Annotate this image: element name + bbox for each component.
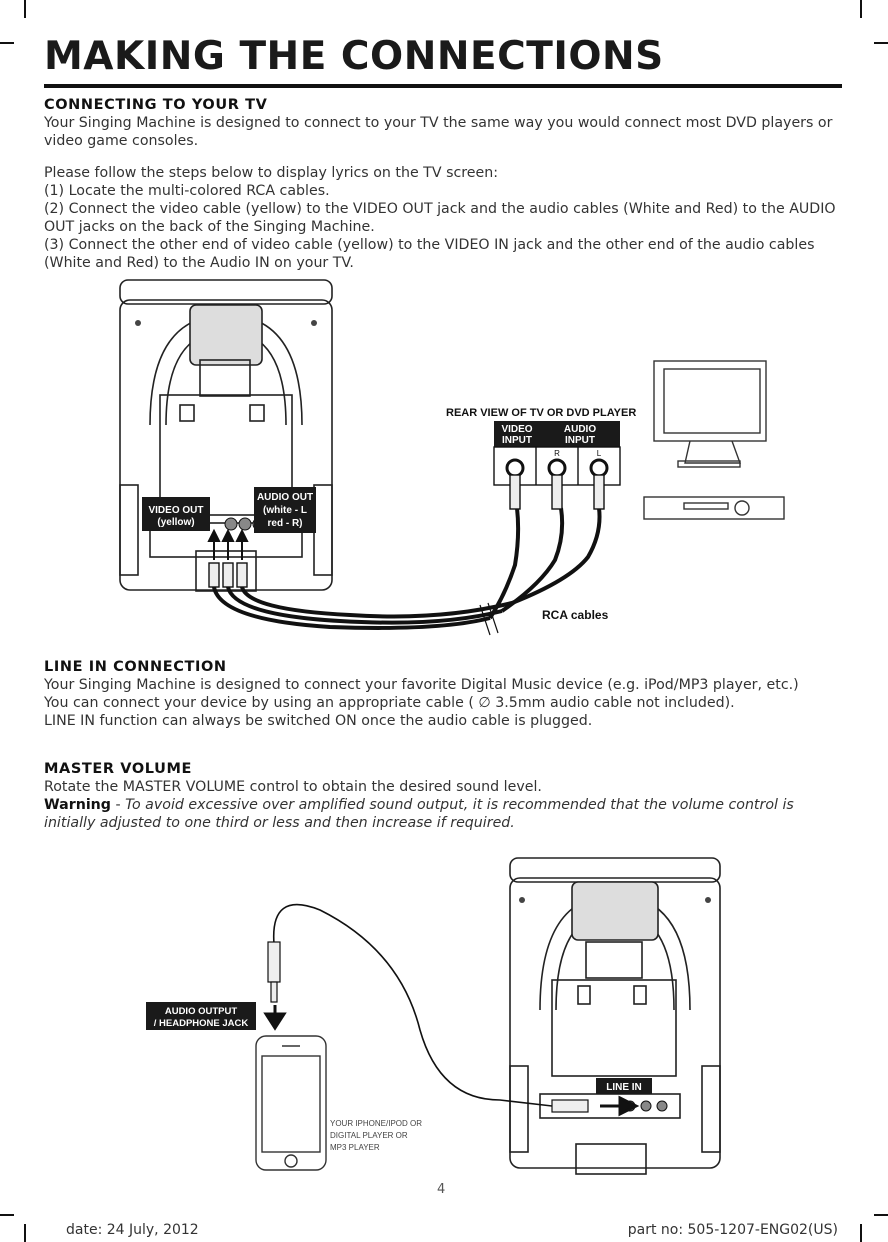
master-volume-heading: MASTER VOLUME: [44, 761, 193, 777]
headphone-plug: [267, 941, 281, 1003]
rca-plugs-machine: [208, 562, 248, 588]
phone-icon: [255, 1035, 327, 1171]
warning-dash: -: [110, 797, 126, 813]
line-in-label-box: [596, 1078, 652, 1094]
line-in-plug: [551, 1099, 589, 1113]
r-label: R: [554, 449, 560, 458]
line-in-text-3: LINE IN function can always be switched …: [44, 713, 593, 729]
tv-input-header: [494, 421, 620, 447]
audio-output-label-1: AUDIO OUTPUT: [165, 1006, 238, 1017]
crop-mark: [0, 1214, 14, 1216]
jack-arrows: [207, 528, 249, 560]
tv-step-3: (3) Connect the other end of video cable…: [44, 237, 815, 271]
plug-arrow: [263, 1005, 287, 1031]
crop-mark: [24, 0, 26, 18]
audio-out-label-box: [254, 487, 316, 533]
video-out-label: VIDEO OUT: [148, 505, 203, 516]
device-label-1: YOUR IPHONE/IPOD OR: [330, 1119, 422, 1128]
page-number: 4: [437, 1182, 446, 1197]
crop-mark: [24, 1224, 26, 1242]
tv-icon: [653, 360, 767, 468]
title-rule: [44, 84, 842, 88]
audio-out-color-1: (white - L: [263, 505, 307, 516]
screw-dots: [135, 320, 317, 326]
tv-step-1: (1) Locate the multi-colored RCA cables.: [44, 183, 330, 199]
l-label: L: [597, 449, 602, 458]
warning-paragraph: Warning - To avoid excessive over amplif…: [44, 796, 844, 832]
rca-cable-lines: [212, 507, 602, 630]
tv-step-2: (2) Connect the video cable (yellow) to …: [44, 201, 836, 235]
audio-out-color-2: red - R): [268, 518, 303, 529]
tv-connection-diagram: VIDEO OUT (yellow) AUDIO OUT (white - L …: [119, 279, 785, 636]
page-title: MAKING THE CONNECTIONS: [44, 34, 664, 79]
master-volume-section: MASTER VOLUME Rotate the MASTER VOLUME c…: [44, 760, 844, 832]
crop-mark: [874, 42, 888, 44]
audio-cable: [272, 903, 553, 1107]
video-out-color: (yellow): [157, 517, 194, 528]
rca-label: RCA cables: [542, 608, 609, 622]
audio-output-label-2: / HEADPHONE JACK: [154, 1018, 249, 1029]
line-in-diagram: LINE IN AUDIO OUTPUT / HEADPHONE JACK YO…: [146, 857, 721, 1175]
screw-dots-small: [519, 897, 711, 903]
device-label-3: MP3 PLAYER: [330, 1143, 380, 1152]
dvd-player-icon: [643, 496, 785, 520]
device-label-2: DIGITAL PLAYER OR: [330, 1131, 408, 1140]
video-out-label-box: [142, 497, 210, 531]
crop-mark: [860, 1224, 862, 1242]
warning-label: Warning: [44, 797, 111, 813]
line-in-arrow: [600, 1095, 640, 1117]
video-input-label-1: VIDEO: [501, 424, 532, 435]
line-in-heading: LINE IN CONNECTION: [44, 659, 227, 675]
footer-part-number: part no: 505-1207-ENG02(US): [627, 1222, 838, 1238]
audio-output-label-box: [146, 1002, 256, 1030]
rear-view-label: REAR VIEW OF TV OR DVD PLAYER: [446, 407, 636, 419]
crop-mark: [0, 42, 14, 44]
crop-mark: [860, 0, 862, 18]
line-in-section: LINE IN CONNECTION Your Singing Machine …: [44, 658, 844, 730]
warning-text: To avoid excessive over amplified sound …: [44, 797, 794, 831]
line-in-text-2: You can connect your device by using an …: [44, 695, 735, 711]
audio-out-label: AUDIO OUT: [257, 492, 313, 503]
audio-input-label-1: AUDIO: [564, 424, 596, 435]
line-in-label: LINE IN: [606, 1082, 642, 1093]
karaoke-machine-rear-small: [509, 857, 721, 1175]
line-in-text-1: Your Singing Machine is designed to conn…: [44, 677, 799, 693]
karaoke-machine-rear: [119, 279, 333, 592]
rca-plugs-tv: [509, 474, 605, 510]
tv-lead: Please follow the steps below to display…: [44, 165, 499, 181]
tv-input-jacks: [505, 458, 609, 478]
tv-section: CONNECTING TO YOUR TV Your Singing Machi…: [44, 96, 844, 272]
video-input-label-2: INPUT: [502, 435, 532, 446]
tv-intro: Your Singing Machine is designed to conn…: [44, 115, 833, 149]
audio-input-label-2: INPUT: [565, 435, 595, 446]
footer-date: date: 24 July, 2012: [66, 1222, 199, 1238]
master-volume-text: Rotate the MASTER VOLUME control to obta…: [44, 779, 542, 795]
tv-heading: CONNECTING TO YOUR TV: [44, 97, 268, 113]
crop-mark: [874, 1214, 888, 1216]
